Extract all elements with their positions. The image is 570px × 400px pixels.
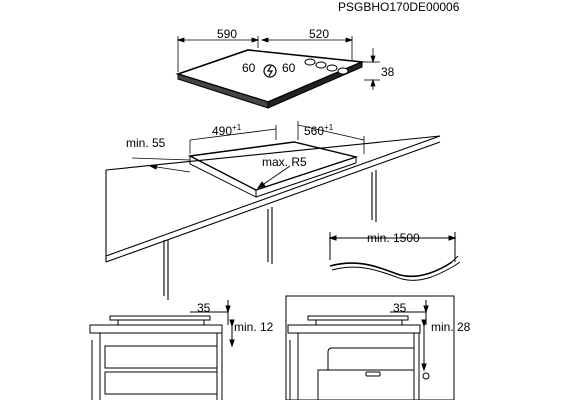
- worktop-cutout: [187, 141, 359, 198]
- detail-right-frame: [285, 295, 455, 400]
- corner-radius-label: max. R5: [262, 155, 307, 169]
- dimension-line-min55: [131, 157, 191, 173]
- hob-height-label: 38: [381, 65, 395, 79]
- cutout-width-label: 490+1: [212, 123, 242, 138]
- burner-right-label: 60: [282, 61, 296, 75]
- hob-illustration: [175, 49, 366, 109]
- detail-left-top-label: 35: [197, 301, 211, 315]
- dimension-line-490: [189, 125, 277, 154]
- worktop: [105, 135, 441, 263]
- detail-right-top-label: 35: [393, 301, 407, 315]
- cutout-depth-label: 560+1: [304, 123, 334, 138]
- dimension-line-520: [260, 36, 354, 60]
- detail-right-illustration: [287, 300, 430, 400]
- power-symbol-icon: [263, 64, 277, 78]
- cable-illustration: [328, 232, 461, 281]
- burner-left-label: 60: [242, 61, 256, 75]
- dimension-line-38: [364, 48, 380, 90]
- edge-clearance-label: min. 55: [126, 136, 166, 150]
- cabinet-legs: [163, 170, 377, 300]
- detail-left-gap-label: min. 12: [234, 320, 274, 334]
- detail-left-illustration: [89, 300, 235, 400]
- hob-depth-label: 520: [309, 27, 329, 41]
- corner-radius-leader: [257, 165, 291, 189]
- dimension-line-560: [297, 121, 365, 154]
- document-code: PSGBHO170DE00006: [338, 0, 460, 14]
- cable-length-label: min. 1500: [367, 231, 420, 245]
- detail-right-gap-label: min. 28: [431, 320, 471, 334]
- dimension-line-590: [176, 36, 260, 72]
- hob-width-label: 590: [217, 27, 237, 41]
